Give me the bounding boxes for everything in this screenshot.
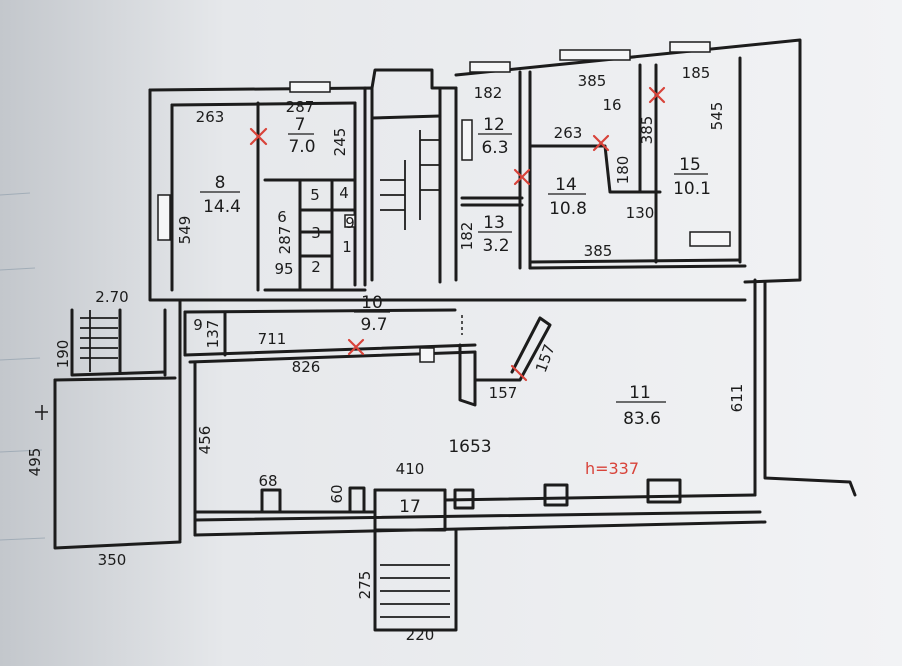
room-9-label: 9 xyxy=(193,316,203,334)
dim-263-top-left: 263 xyxy=(196,108,225,126)
dim-385-bottom: 385 xyxy=(584,242,613,260)
dim-287-top: 287 xyxy=(286,98,315,116)
x-marker xyxy=(510,364,528,382)
dim-130: 130 xyxy=(626,204,655,222)
dim-350: 350 xyxy=(98,551,127,569)
dim-182-side: 182 xyxy=(458,222,476,251)
dim-826: 826 xyxy=(292,358,321,376)
dim-157-bottom: 157 xyxy=(489,384,518,402)
dim-385-top: 385 xyxy=(578,72,607,90)
room-6-label: 6 xyxy=(277,208,287,226)
room-14: 14 10.8 xyxy=(548,175,587,219)
ruled-lines xyxy=(0,192,46,541)
room-14-area: 10.8 xyxy=(549,199,587,219)
x-marker xyxy=(648,86,666,104)
dim-456: 456 xyxy=(196,426,214,455)
windows xyxy=(157,41,731,363)
x-marker xyxy=(592,134,610,152)
dim-287-closet: 287 xyxy=(276,226,294,255)
room-13: 13 3.2 xyxy=(478,213,512,256)
dim-68: 68 xyxy=(258,472,277,490)
dimensions: 263 287 245 549 287 95 182 385 185 545 2… xyxy=(26,64,746,644)
room-13-area: 3.2 xyxy=(482,236,509,256)
dim-137: 137 xyxy=(204,320,222,349)
dim-549: 549 xyxy=(176,216,194,245)
x-marker xyxy=(513,168,531,186)
room-16-label: 16 xyxy=(602,96,621,114)
dim-275: 275 xyxy=(356,571,374,600)
room-11-area: 83.6 xyxy=(623,409,661,429)
dim-182-top: 182 xyxy=(474,84,503,102)
room-10-area: 9.7 xyxy=(360,315,387,335)
dim-711: 711 xyxy=(258,330,287,348)
room-7-number: 7 xyxy=(295,115,306,135)
room-7-area: 7.0 xyxy=(288,137,315,157)
room-11-number: 11 xyxy=(629,383,651,403)
room-15: 15 10.1 xyxy=(673,155,711,199)
room-3-label: 3 xyxy=(311,224,321,242)
dim-270: 2.70 xyxy=(95,288,128,306)
x-marker xyxy=(249,127,268,146)
dim-95: 95 xyxy=(274,260,293,278)
dim-190: 190 xyxy=(54,340,72,369)
dim-180: 180 xyxy=(614,156,632,185)
room-12-area: 6.3 xyxy=(481,138,508,158)
room-8: 8 14.4 xyxy=(200,173,241,217)
room-4-label: 4 xyxy=(339,184,349,202)
dim-185: 185 xyxy=(682,64,711,82)
ceiling-height-label: h=337 xyxy=(585,459,639,478)
room-9b-label: 9 xyxy=(345,214,355,232)
x-marker xyxy=(347,338,365,356)
room-10: 10 9.7 xyxy=(354,293,390,335)
room-8-area: 14.4 xyxy=(203,197,241,217)
dimension-ticks xyxy=(35,315,463,420)
dim-495: 495 xyxy=(26,448,44,477)
room-10-number: 10 xyxy=(361,293,383,313)
dim-611: 611 xyxy=(728,384,746,413)
room-11: 11 83.6 xyxy=(616,383,666,429)
room-12-number: 12 xyxy=(483,115,505,135)
dim-1653: 1653 xyxy=(448,437,491,457)
room-8-number: 8 xyxy=(215,173,226,193)
dim-263-room14: 263 xyxy=(554,124,583,142)
room-12: 12 6.3 xyxy=(478,115,512,158)
dim-220: 220 xyxy=(406,626,435,644)
room-17-label: 17 xyxy=(399,497,421,517)
room-5-label: 5 xyxy=(310,186,320,204)
dim-545: 545 xyxy=(708,102,726,131)
room-7: 7 7.0 xyxy=(288,115,316,157)
room-15-number: 15 xyxy=(679,155,701,175)
dim-410: 410 xyxy=(396,460,425,478)
red-x-markers xyxy=(249,86,666,382)
room-2-label: 2 xyxy=(311,258,321,276)
stair-treads xyxy=(80,130,450,618)
room-14-number: 14 xyxy=(555,175,577,195)
walls xyxy=(53,38,857,632)
room-13-number: 13 xyxy=(483,213,505,233)
room-15-area: 10.1 xyxy=(673,179,711,199)
dim-245: 245 xyxy=(331,128,349,157)
dim-60: 60 xyxy=(328,484,346,503)
room-1-label: 1 xyxy=(342,238,352,256)
dim-385-side: 385 xyxy=(638,116,656,145)
